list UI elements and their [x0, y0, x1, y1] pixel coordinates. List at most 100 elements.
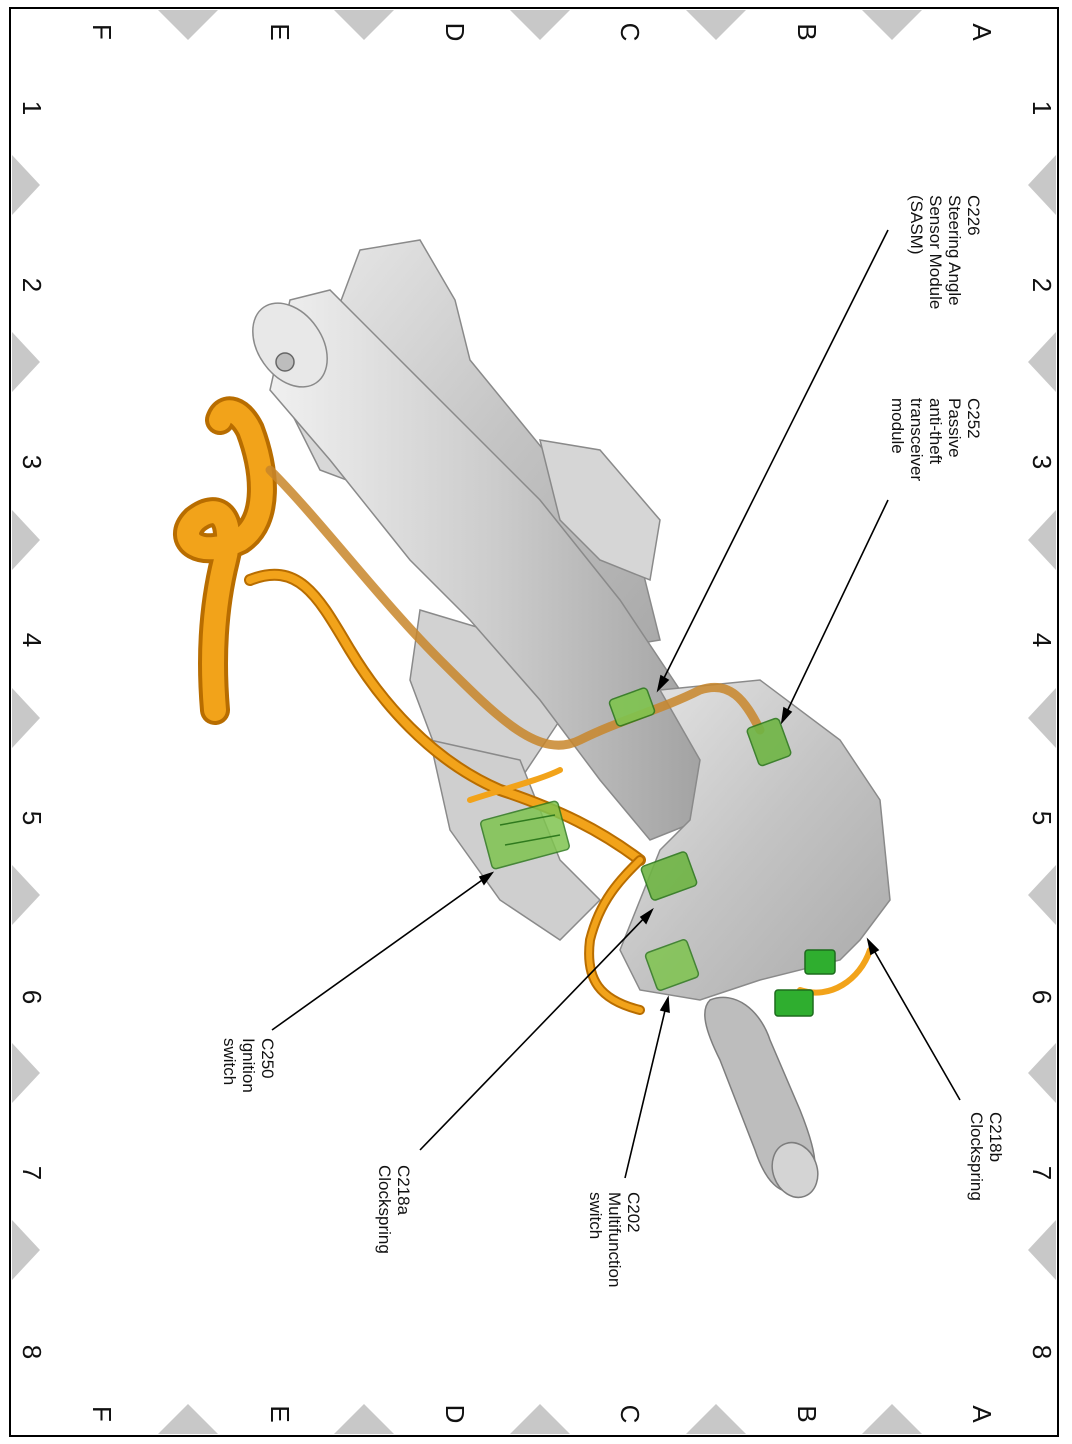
svg-text:C226Steering AngleSensor Modul: C226Steering AngleSensor Module(SASM): [907, 195, 983, 309]
grid-letter-top: D: [440, 23, 470, 42]
edge-marker-left: [12, 510, 40, 570]
connector-c202: [644, 939, 700, 991]
edge-marker-right: [1028, 1220, 1056, 1280]
callout-c226-line: (SASM): [907, 195, 926, 255]
grid-number-left: 4: [17, 633, 47, 647]
edge-marker-right: [1028, 332, 1056, 392]
edge-marker-left: [12, 1043, 40, 1103]
grid-letter-top: F: [87, 24, 117, 40]
callout-c252-line: module: [888, 398, 907, 454]
grid-number-right: 7: [1027, 1166, 1057, 1180]
callout-c252-line: Passive: [945, 398, 964, 458]
callout-c218a-line: C218a: [394, 1165, 413, 1216]
callout-c226: C226Steering AngleSensor Module(SASM): [907, 195, 983, 309]
edge-marker-right: [1028, 510, 1056, 570]
connector-c252: [746, 717, 792, 767]
callout-c218b: C218bClockspring: [967, 1112, 1005, 1201]
grid-number-right: 6: [1027, 990, 1057, 1004]
callout-c202-line: Multifunction: [605, 1192, 624, 1287]
svg-text:C202Multifunctionswitch: C202Multifunctionswitch: [586, 1192, 643, 1287]
leader-c218a: [419, 909, 653, 1151]
edge-marker-right: [1028, 865, 1056, 925]
svg-text:C218aClockspring: C218aClockspring: [375, 1165, 413, 1254]
steering-column-illustration: [173, 239, 891, 1199]
switch-housing: [619, 679, 891, 1001]
grid-number-left: 3: [17, 455, 47, 469]
edge-marker-top: [334, 10, 394, 40]
callout-c226-line: Steering Angle: [945, 195, 964, 306]
grid-letter-top: C: [615, 23, 645, 42]
grid-letter-bottom: F: [87, 1406, 117, 1422]
grid-number-right: 8: [1027, 1345, 1057, 1359]
leader-c218b: [867, 939, 961, 1101]
callout-c250-line: Ignition: [239, 1038, 258, 1093]
callout-c226-line: Sensor Module: [926, 195, 945, 309]
callout-c250: C250Ignitionswitch: [220, 1038, 277, 1093]
grid-number-left: 5: [17, 811, 47, 825]
edge-marker-left: [12, 865, 40, 925]
callout-c218b-line: Clockspring: [967, 1112, 986, 1201]
grid-letter-bottom: B: [792, 1405, 822, 1422]
grid-letter-bottom: E: [265, 1405, 295, 1422]
edge-marker-left: [12, 155, 40, 215]
grid-number-right: 1: [1027, 101, 1057, 115]
edge-marker-top: [686, 10, 746, 40]
leader-c252: [781, 499, 889, 723]
wiring-harness: [173, 396, 873, 1015]
edge-marker-top: [862, 10, 922, 40]
callout-c202-line: switch: [586, 1192, 605, 1239]
page-border: [9, 7, 1059, 1437]
leader-c250: [271, 872, 493, 1031]
grid-number-right: 2: [1027, 278, 1057, 292]
callout-c252: C252Passiveanti-thefttransceivermodule: [888, 398, 983, 481]
edge-marker-top: [510, 10, 570, 40]
connector-c226: [608, 687, 656, 727]
edge-marker-left: [12, 332, 40, 392]
edge-marker-right: [1028, 1043, 1056, 1103]
grid-number-right: 4: [1027, 633, 1057, 647]
callout-c202-line: C202: [624, 1192, 643, 1233]
callout-c252-line: C252: [964, 398, 983, 439]
edge-marker-bottom: [510, 1404, 570, 1434]
edge-marker-right: [1028, 155, 1056, 215]
connector-c218a: [640, 851, 698, 901]
callout-c252-line: transceiver: [907, 398, 926, 481]
grid-letter-bottom: D: [440, 1405, 470, 1424]
callout-c218a: C218aClockspring: [375, 1165, 413, 1254]
edge-marker-bottom: [686, 1404, 746, 1434]
leader-c226: [657, 229, 889, 691]
grid-number-left: 8: [17, 1345, 47, 1359]
callout-c218b-line: C218b: [986, 1112, 1005, 1162]
edge-marker-bottom: [158, 1404, 218, 1434]
edge-marker-left: [12, 1220, 40, 1280]
grid-letter-top: A: [967, 23, 997, 41]
callout-c252-line: anti-theft: [926, 398, 945, 464]
edge-marker-bottom: [334, 1404, 394, 1434]
grid-number-left: 1: [17, 101, 47, 115]
callout-c202: C202Multifunctionswitch: [586, 1192, 643, 1287]
svg-text:C252Passiveanti-thefttransceiv: C252Passiveanti-thefttransceivermodule: [888, 398, 983, 481]
edge-marker-right: [1028, 688, 1056, 748]
connector-c250: [480, 800, 570, 870]
grid-letter-top: B: [792, 23, 822, 40]
edge-marker-left: [12, 688, 40, 748]
callout-leaders: [271, 229, 961, 1179]
grid-letter-bottom: A: [967, 1405, 997, 1423]
grid-number-right: 3: [1027, 455, 1057, 469]
grid-number-left: 2: [17, 278, 47, 292]
grid-number-right: 5: [1027, 811, 1057, 825]
svg-text:C250Ignitionswitch: C250Ignitionswitch: [220, 1038, 277, 1093]
connector-c218b: [774, 949, 836, 1017]
leader-c202: [624, 997, 669, 1179]
grid-number-left: 6: [17, 990, 47, 1004]
column-shaft-end: [252, 302, 328, 388]
callout-c226-line: C226: [964, 195, 983, 236]
grid-letter-top: E: [265, 23, 295, 40]
callout-c250-line: C250: [258, 1038, 277, 1079]
grid-number-left: 7: [17, 1166, 47, 1180]
callout-c218a-line: Clockspring: [375, 1165, 394, 1254]
svg-text:C218bClockspring: C218bClockspring: [967, 1112, 1005, 1201]
callout-c250-line: switch: [220, 1038, 239, 1085]
edge-markers: [12, 10, 1056, 1434]
